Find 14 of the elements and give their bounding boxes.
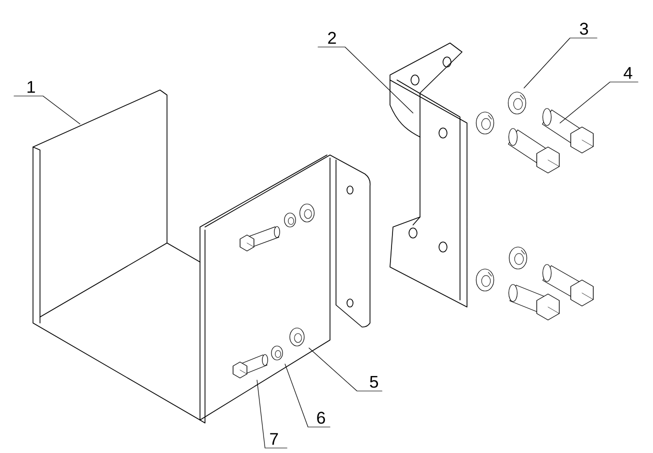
leader-line [14, 96, 80, 124]
callout-number: 6 [317, 412, 325, 424]
leader-line [284, 364, 330, 428]
callout-number: 1 [28, 81, 35, 93]
callout-number: 3 [580, 22, 588, 35]
callout-number: 2 [328, 32, 336, 44]
callout-number: 5 [370, 376, 378, 388]
callout-number: 4 [624, 67, 632, 79]
leader-line [524, 38, 598, 88]
callout-number: 7 [270, 433, 278, 445]
leader-line [560, 82, 638, 124]
leader-line [308, 348, 382, 392]
leader-line [318, 46, 414, 114]
leader-line [256, 380, 288, 448]
